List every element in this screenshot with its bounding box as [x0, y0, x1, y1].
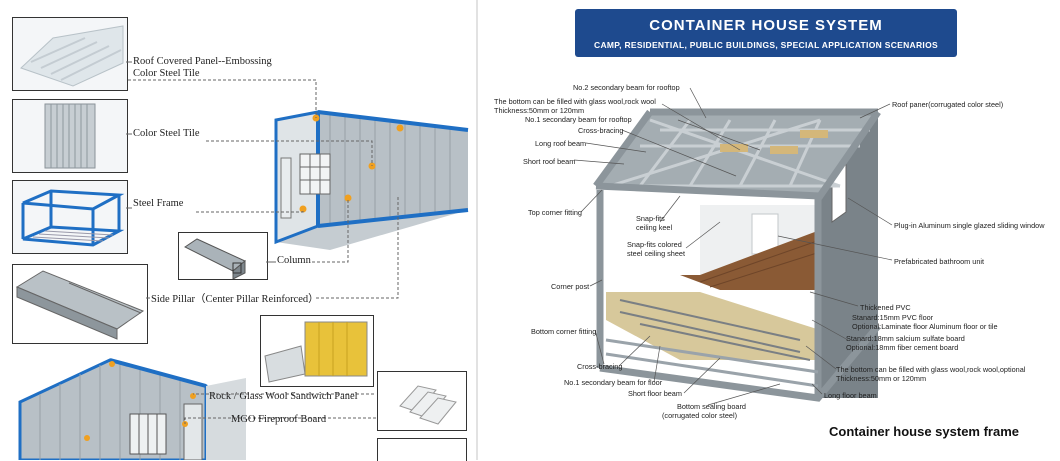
label-bottom-sealing-2: (corrugated color steel) — [662, 411, 738, 420]
color-steel-tile-label: Color Steel Tile — [133, 128, 200, 139]
roof-covered-label-1: Roof Covered Panel--Embossing — [133, 56, 272, 67]
side-pillar-graphic — [15, 270, 145, 340]
label-snap-fits-keel-1: Snap-fits — [636, 214, 665, 223]
embossing-tile-image — [12, 17, 128, 91]
label-short-floor-beam: Short floor beam — [628, 389, 682, 398]
label-snap-fits-sheet-2: steel ceiling sheet — [627, 249, 686, 258]
side-pillar-label: Side Pillar（Center Pillar Reinforced） — [151, 294, 319, 305]
label-standard-pvc: Stanard:15mm PVC floor — [852, 313, 934, 322]
roof-grid — [609, 118, 870, 188]
color-steel-tile-image — [12, 99, 128, 173]
label-short-roof-beam: Short roof beam — [523, 157, 576, 166]
banner-subtitle: CAMP, RESIDENTIAL, PUBLIC BUILDINGS, SPE… — [594, 40, 938, 50]
label-floor-fill-2: Thickness:50mm or 120mm — [836, 374, 927, 383]
label-long-floor-beam: Long floor beam — [824, 391, 877, 400]
label-optional-board: Optional:18mm fiber cement board — [846, 343, 959, 352]
label-bottom-fill-1: The bottom can be filled with glass wool… — [494, 97, 656, 106]
label-long-roof-beam: Long roof beam — [535, 139, 587, 148]
label-bottom-corner-fitting: Bottom corner fitting — [531, 327, 597, 336]
label-no2-secondary-beam: No.2 secondary beam for rooftop — [573, 83, 680, 92]
left-leader-lines — [128, 79, 399, 424]
label-no1-secondary-beam: No.1 secondary beam for rooftop — [525, 115, 632, 124]
sandwich-panel-graphic — [264, 321, 368, 383]
steel-frame-graphic — [21, 189, 125, 247]
column-graphic — [184, 238, 246, 279]
column-image — [178, 232, 268, 280]
steel-tile-graphic — [44, 103, 96, 169]
left-panel: Roof Covered Panel--Embossing Color Stee… — [0, 0, 475, 461]
label-bathroom: Prefabricated bathroom unit — [894, 257, 985, 266]
label-thickened-pvc: Thickened PVC — [860, 303, 911, 312]
bottom-thumb-partial — [377, 438, 467, 461]
label-standard-board: Stanard:18mm salcium sulfate board — [846, 334, 965, 343]
label-cross-bracing-top: Cross-bracing — [578, 126, 624, 135]
panel-divider — [476, 0, 478, 460]
column-label: Column — [277, 255, 311, 266]
system-banner: CONTAINER HOUSE SYSTEM CAMP, RESIDENTIAL… — [575, 9, 957, 57]
wood-floor — [680, 230, 820, 290]
label-cross-bracing-bottom: Cross-bracing — [577, 362, 623, 371]
left-container-drawing — [18, 61, 469, 460]
steel-frame-label: Steel Frame — [133, 198, 184, 209]
upper-container — [274, 110, 469, 250]
side-pillar-image — [12, 264, 148, 344]
label-roof-paner: Roof paner(corrugated color steel) — [892, 100, 1004, 109]
label-corner-post: Corner post — [551, 282, 590, 291]
lower-container — [18, 358, 246, 460]
mgo-board-label: MGO Fireproof Board — [231, 414, 327, 425]
diagram-leader-lines — [573, 87, 893, 406]
banner-title: CONTAINER HOUSE SYSTEM — [649, 17, 883, 34]
sandwich-panel-label: Rock / Glass Wool Sandwich Panel — [209, 391, 358, 402]
label-bottom-sealing-1: Bottom sealing board — [677, 402, 746, 411]
sandwich-panel-image — [260, 315, 374, 387]
mgo-board-graphic — [399, 385, 457, 425]
label-plugin-window: Plug-in Aluminum single glazed sliding w… — [894, 221, 1045, 230]
diagram-caption: Container house system frame — [829, 424, 1020, 439]
label-floor-fill-1: The bottom can be filled with glass wool… — [836, 365, 1026, 374]
label-snap-fits-sheet-1: Snap-fits colored — [627, 240, 682, 249]
steel-frame-image — [12, 180, 128, 254]
main-frame — [593, 108, 881, 402]
roof-insulation — [720, 130, 828, 154]
label-top-corner-fitting: Top corner fitting — [528, 208, 582, 217]
embossing-tile-graphic — [20, 25, 124, 87]
upper-markers — [299, 114, 404, 213]
floor-beams — [605, 338, 819, 388]
roof-covered-label-2: Color Steel Tile — [133, 68, 200, 79]
label-bottom-fill-2: Thickness:50mm or 120mm — [494, 106, 585, 115]
label-no1-secondary-floor: No.1 secondary beam for floor — [564, 378, 663, 387]
label-snap-fits-keel-2: ceiling keel — [636, 223, 673, 232]
label-optional-laminate: Optional:Laminate floor Aluminum floor o… — [852, 322, 998, 331]
mgo-board-image — [377, 371, 467, 431]
